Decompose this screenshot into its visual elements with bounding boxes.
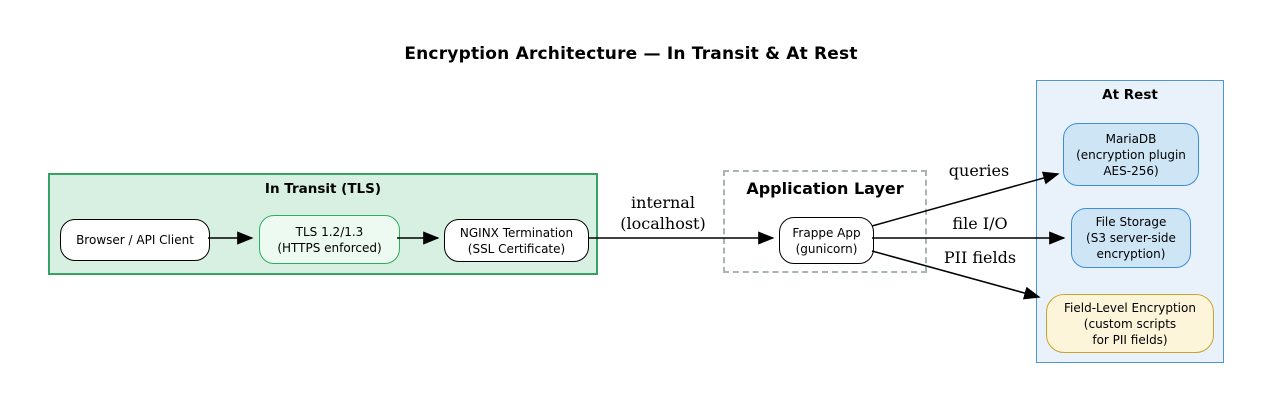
edge-label-queries: queries bbox=[948, 161, 1010, 180]
application-layer-group-title: Application Layer bbox=[746, 179, 904, 198]
node-tls: TLS 1.2/1.3 (HTTPS enforced) bbox=[259, 215, 400, 264]
application-layer-group: Application Layer Frappe App (gunicorn) bbox=[723, 170, 927, 273]
edge-label-pii-fields: PII fields bbox=[943, 248, 1017, 267]
edge-label-file-io: file I/O bbox=[952, 214, 1008, 233]
diagram-title: Encryption Architecture — In Transit & A… bbox=[404, 44, 858, 64]
node-frappe-app: Frappe App (gunicorn) bbox=[779, 217, 874, 264]
node-file-storage: File Storage (S3 server-side encryption) bbox=[1071, 208, 1191, 268]
node-field-level-encryption: Field-Level Encryption (custom scripts f… bbox=[1046, 294, 1214, 353]
edge-label-internal-localhost: internal (localhost) bbox=[620, 193, 706, 233]
at-rest-group: At Rest MariaDB (encryption plugin AES-2… bbox=[1036, 80, 1224, 363]
at-rest-group-title: At Rest bbox=[1102, 87, 1158, 103]
node-mariadb: MariaDB (encryption plugin AES-256) bbox=[1063, 123, 1199, 186]
node-nginx-termination: NGINX Termination (SSL Certificate) bbox=[444, 219, 589, 262]
node-browser-api-client: Browser / API Client bbox=[60, 219, 210, 261]
in-transit-group: In Transit (TLS) Browser / API Client TL… bbox=[48, 173, 598, 275]
in-transit-group-title: In Transit (TLS) bbox=[264, 181, 382, 197]
